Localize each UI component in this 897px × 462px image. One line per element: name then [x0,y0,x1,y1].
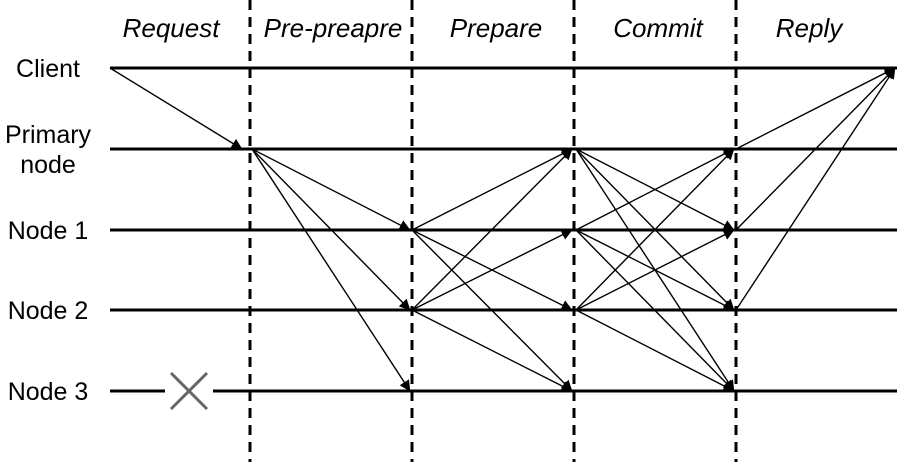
message-arrow-primary-to-node2 [251,148,411,311]
message-arrow-node2-to-primary [575,148,735,311]
message-arrow-primary-to-node1 [251,148,411,231]
node-label-node1: Node 1 [8,217,89,245]
message-arrow-node1-to-client [735,67,896,231]
failure-marker [165,371,213,411]
message-arrow-node2-to-client [735,67,896,311]
node-label-node2: Node 2 [8,297,89,325]
phase-label-commit: Commit [613,13,704,43]
message-arrow-node1-to-node3 [575,229,735,392]
message-arrow-primary-to-node3 [251,148,411,392]
phase-labels: Request Pre-preapre Prepare Commit Reply [123,13,845,43]
messages [109,67,896,392]
message-arrow-node2-to-node3 [575,309,735,392]
message-arrow-client-to-primary [109,67,243,150]
phase-label-reply: Reply [776,13,844,43]
message-arrow-node1-to-node3 [411,229,573,392]
cross-icon [169,371,209,411]
message-arrow-node2-to-node1 [575,229,735,311]
phase-label-request: Request [123,13,222,43]
phase-label-prepare: Prepare [450,13,543,43]
node-label-client: Client [16,55,80,83]
node-timelines [110,66,897,393]
node-label-node3: Node 3 [8,378,89,406]
node-label-primary: Primary [5,121,92,149]
message-arrow-node1-to-primary [411,148,573,231]
message-arrow-primary-to-client [735,67,896,150]
message-arrow-node2-to-node3 [411,309,573,392]
phase-label-pre-preapre: Pre-preapre [264,13,403,43]
message-arrow-node2-to-primary [411,148,573,311]
message-arrow-node1-to-primary [575,148,735,231]
message-arrow-node2-to-node1 [411,229,573,311]
node-label-primary: node [20,151,76,179]
